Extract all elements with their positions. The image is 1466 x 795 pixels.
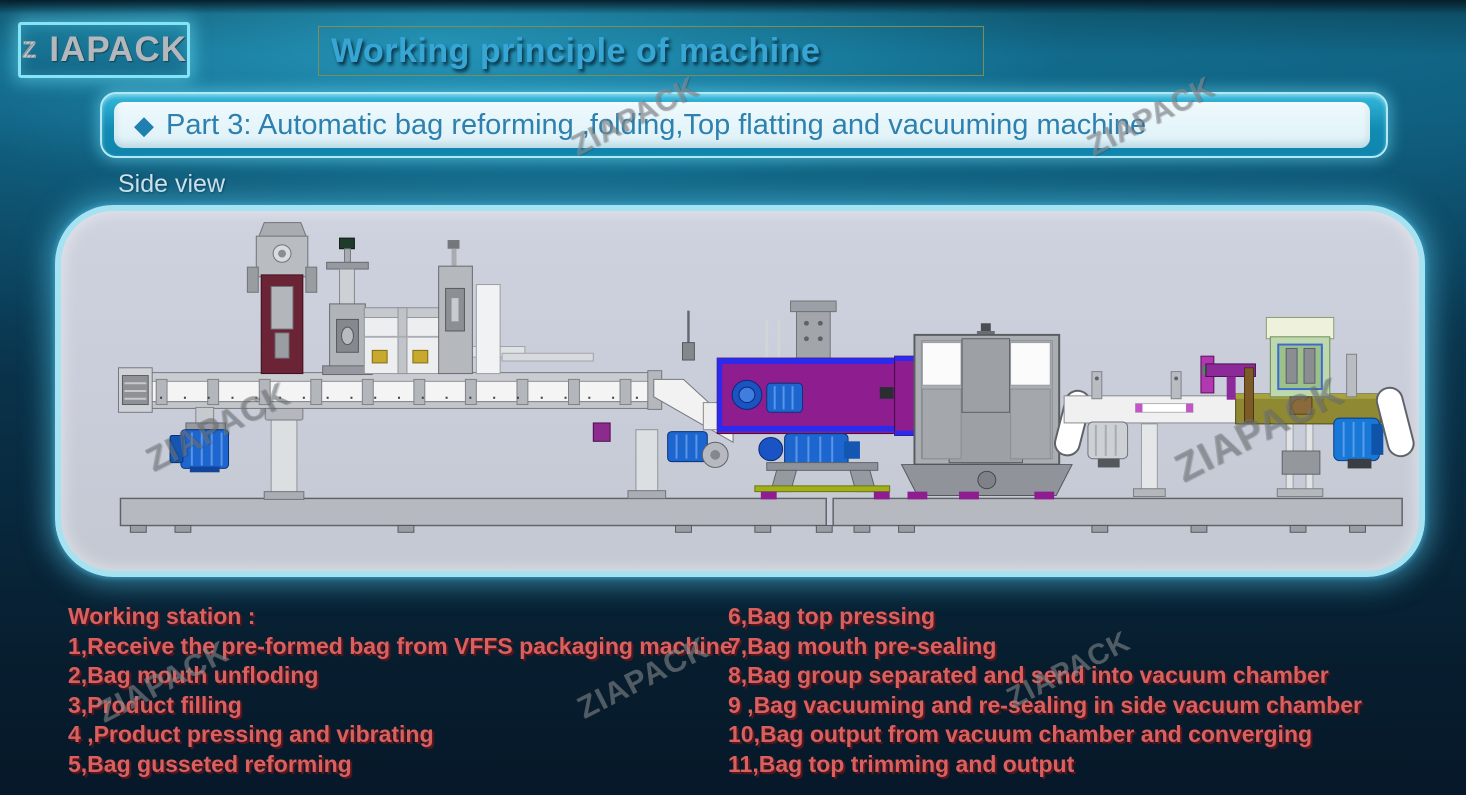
part-banner-inner: ◆ Part 3: Automatic bag reforming ,foldi… [114,102,1370,148]
brand-logo: Z IAPACK [18,22,190,78]
working-stations-heading: Working station : [68,603,256,629]
station-item-5: 5,Bag gusseted reforming [68,750,352,777]
infeed-drive-motor [169,406,230,473]
working-stations-left: Working station : 1,Receive the pre-form… [68,602,733,779]
top-flatting-tower [438,240,501,375]
part-banner: ◆ Part 3: Automatic bag reforming ,foldi… [100,92,1388,158]
vacuum-output-conveyor [1054,371,1240,468]
machine-base-frame [119,497,1403,533]
machine-side-view-illustration [117,222,1415,533]
working-stations-right: 6,Bag top pressing 7,Bag mouth pre-seali… [728,602,1362,779]
side-view-label: Side view [118,170,225,198]
vacuum-chamber [894,323,1073,500]
logo-z-letter: Z [22,37,36,63]
bag-reforming-tower [246,222,318,375]
machine-panel [55,205,1425,577]
slide-title-box: Working principle of machine [318,26,984,76]
station-item-10: 10,Bag output from vacuum chamber and co… [728,721,1313,747]
station-item-2: 2,Bag mouth unfloding [68,662,319,688]
brand-logo-text: IAPACK [49,30,187,69]
station-item-8: 8,Bag group separated and send into vacu… [728,662,1329,688]
station-item-1: 1,Receive the pre-formed bag from VFFS p… [68,632,733,659]
press-piston-tower [322,237,373,376]
station-item-11: 11,Bag top trimming and output [728,750,1075,777]
station-item-3: 3,Product filling [68,691,242,718]
diamond-bullet-icon: ◆ [134,109,154,140]
station-item-4: 4 ,Product pressing and vibrating [68,721,434,747]
station-item-9: 9 ,Bag vacuuming and re-sealing in side … [728,691,1362,718]
folding-frame [363,307,441,375]
slide-title: Working principle of machine [331,31,821,70]
presealing-purple-unit [682,300,917,500]
ziapack-z-icon: Z [22,36,37,63]
station-item-7: 7,Bag mouth pre-sealing [728,632,997,659]
station-item-6: 6,Bag top pressing [728,603,936,629]
part-banner-text: Part 3: Automatic bag reforming ,folding… [166,108,1147,141]
trimming-output-section [1200,316,1415,475]
